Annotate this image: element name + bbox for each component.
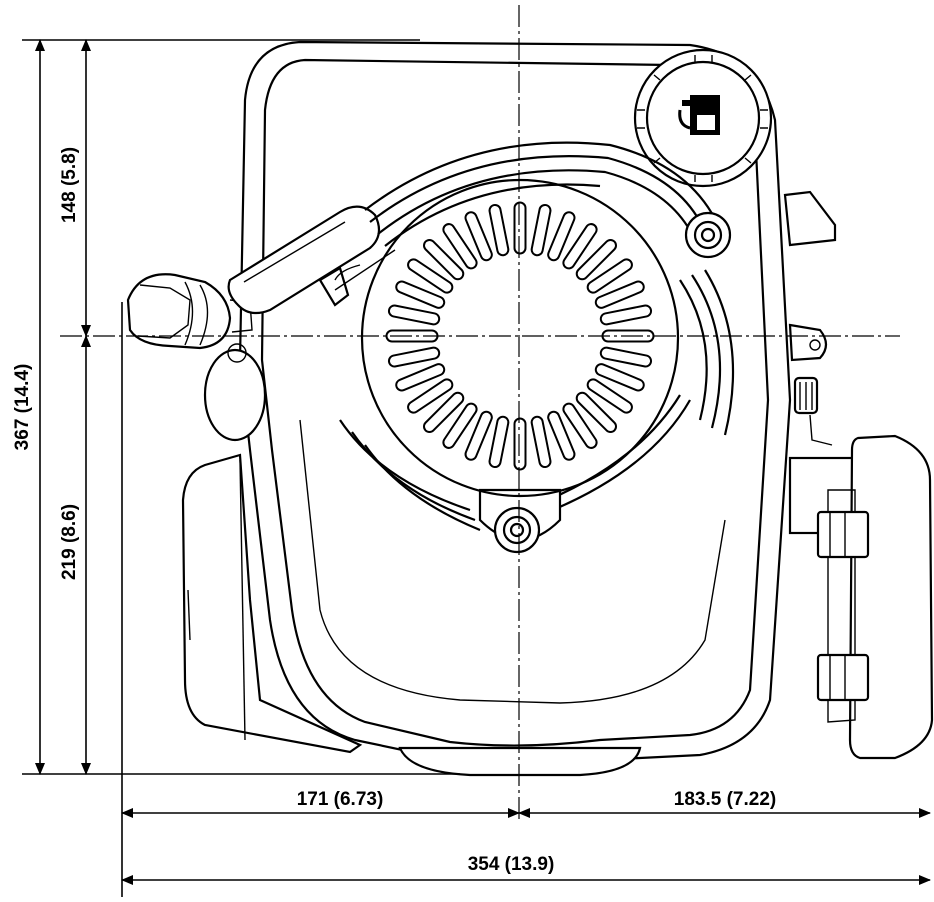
fuel-cap-icon — [678, 95, 720, 135]
air-filter-box — [816, 434, 934, 760]
fan-slot-fill — [424, 240, 463, 279]
overall-width-label: 354 (13.9) — [468, 854, 555, 875]
fan-slot-fill — [397, 365, 444, 390]
overall-height-label: 367 (14.4) — [12, 364, 33, 451]
fan-slot-fill — [532, 417, 550, 467]
fan-slot-fill — [444, 404, 476, 447]
fuel-cap — [633, 48, 773, 188]
upper-height-label: 148 (5.8) — [59, 147, 80, 223]
fan-slot-fill — [596, 365, 643, 390]
engine-drawing — [126, 40, 934, 777]
fan-slot-fill — [444, 225, 476, 268]
fan-slot-fill — [490, 417, 508, 467]
fan-slot-fill — [389, 306, 439, 324]
fan-slot-fill — [466, 213, 491, 260]
air-cleaner-body — [181, 453, 363, 754]
left-width-label: 171 (6.73) — [297, 789, 384, 810]
fan-slot-fill — [490, 205, 508, 255]
fan-slot-fill — [564, 225, 596, 268]
fan-slot-fill — [409, 380, 452, 412]
fan-slot-fill — [596, 282, 643, 307]
dimension-lines — [22, 39, 931, 897]
spark-plug-assembly — [126, 273, 267, 442]
fan-slot-fill — [577, 240, 616, 279]
flywheel-housing — [339, 141, 735, 554]
right-width-label: 183.5 (7.22) — [674, 789, 776, 810]
fan-slot-fill — [466, 412, 491, 459]
fan-slot-fill — [424, 393, 463, 432]
fan-slot-fill — [389, 348, 439, 366]
fan-slot-fill — [549, 412, 574, 459]
dimension-labels: 367 (14.4) 148 (5.8) 219 (8.6) 171 (6.73… — [12, 147, 776, 875]
fan-slot-fill — [549, 213, 574, 260]
center-lines — [60, 5, 900, 820]
shroud-panel — [299, 419, 726, 704]
fan-slot-fill — [601, 306, 651, 324]
starter-handle — [227, 205, 396, 315]
fan-slot-fill — [588, 260, 631, 292]
fan-slot-fill — [564, 404, 596, 447]
fan-slot-fill — [588, 380, 631, 412]
fan-slot-fill — [601, 348, 651, 366]
engine-base — [398, 746, 642, 777]
lower-height-label: 219 (8.6) — [59, 504, 80, 580]
fan-slot-fill — [577, 393, 616, 432]
fan-slot-fill — [397, 282, 444, 307]
fan-slot-fill — [532, 205, 550, 255]
fan-slot-fill — [409, 260, 452, 292]
right-fittings — [783, 190, 857, 535]
